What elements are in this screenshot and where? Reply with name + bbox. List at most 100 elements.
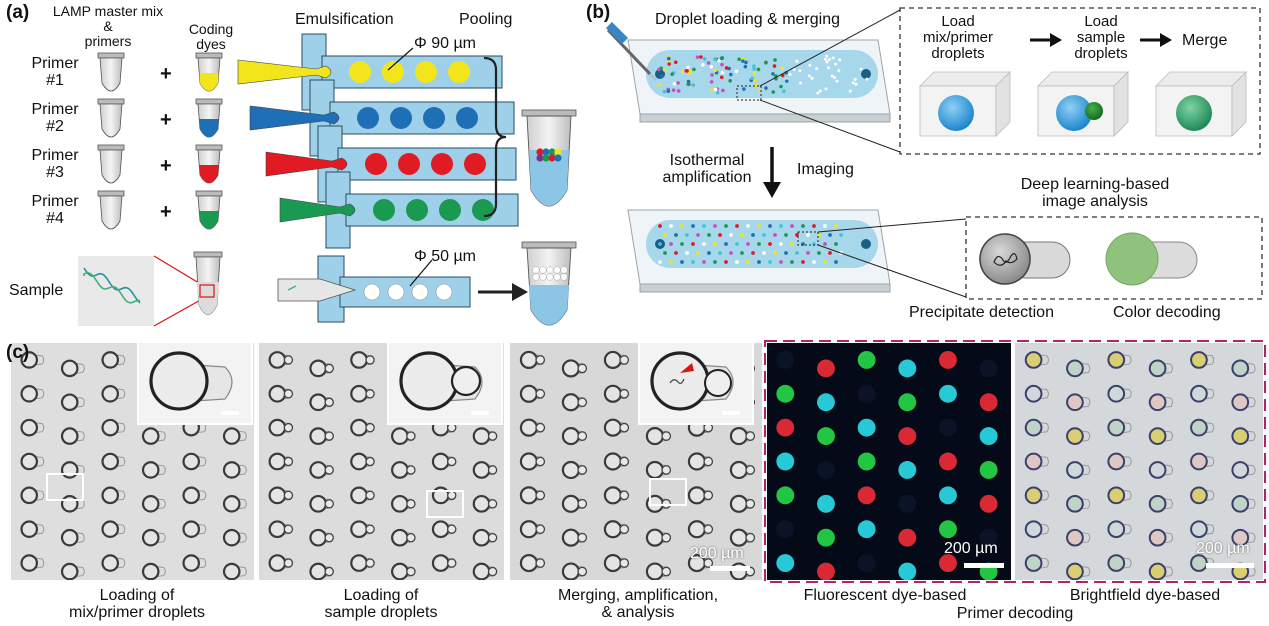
micro-droplet <box>60 495 85 513</box>
emulsification-chip <box>237 33 503 111</box>
emulsion-droplet <box>415 61 437 83</box>
imaged-droplet <box>718 233 722 237</box>
micro-droplet <box>939 520 957 539</box>
imaged-droplet <box>834 260 838 264</box>
pooled-droplet <box>548 154 556 162</box>
imaged-droplet <box>773 251 777 255</box>
micro-droplet <box>141 427 166 445</box>
imaged-droplet <box>828 233 832 237</box>
micro-droplet <box>60 393 85 412</box>
micro-droplet <box>519 520 546 539</box>
micro-droplet <box>857 520 876 539</box>
micro-droplet <box>1066 562 1091 580</box>
loaded-droplet <box>743 64 748 69</box>
micro-droplet <box>898 359 917 378</box>
micro-droplet <box>1107 486 1132 505</box>
micro-droplet <box>1190 418 1215 437</box>
micro-droplet <box>857 452 876 471</box>
loaded-droplet <box>771 90 776 94</box>
micro-droplet <box>350 486 375 505</box>
imaged-droplet <box>696 251 700 255</box>
imaged-droplet <box>795 251 799 255</box>
caption-merging: Merging, amplification, & analysis <box>557 587 719 622</box>
dye-tube <box>195 190 223 230</box>
micro-droplet <box>561 460 588 480</box>
micro-droplet <box>20 351 45 369</box>
micro-droplet <box>391 494 416 513</box>
loaded-droplet <box>709 80 714 84</box>
emulsion-droplet <box>431 153 453 175</box>
imaged-droplet <box>834 224 838 228</box>
caption-mix-primer: Loading of mix/primer droplets <box>68 587 206 622</box>
loaded-droplet <box>750 76 754 81</box>
imaged-droplet <box>729 233 733 237</box>
micro-droplet <box>979 461 998 479</box>
loaded-droplet <box>686 65 690 70</box>
loaded-droplet <box>667 62 671 66</box>
imaged-droplet <box>806 251 810 255</box>
micro-droplet <box>1190 384 1215 403</box>
primer-decoding-frame <box>764 340 1266 583</box>
loaded-droplet <box>729 72 733 77</box>
loaded-droplet <box>666 89 671 93</box>
micro-droplet <box>561 393 588 412</box>
loaded-droplet <box>699 55 703 59</box>
micro-droplet <box>603 452 630 471</box>
emulsion-droplet <box>439 199 461 221</box>
sample-emulsification-chip <box>277 255 471 323</box>
micro-droplet <box>939 486 957 505</box>
micro-droplet <box>776 418 795 437</box>
micro-droplet <box>472 461 498 479</box>
loaded-droplet <box>672 81 677 86</box>
micro-droplet <box>1107 351 1132 369</box>
zoom-inset <box>638 343 754 425</box>
micro-droplet <box>817 427 835 446</box>
imaged-droplet <box>823 224 827 228</box>
micro-droplet <box>979 528 998 547</box>
emulsion-droplet <box>464 153 486 175</box>
micro-droplet <box>309 562 334 580</box>
loaded-droplet <box>710 88 715 92</box>
imaged-droplet <box>685 251 689 255</box>
imaged-droplet <box>768 242 772 246</box>
micro-droplet <box>309 494 334 513</box>
micro-droplet <box>979 494 998 513</box>
micro-droplet <box>1024 452 1049 471</box>
micro-droplet <box>817 528 835 547</box>
micro-droplet <box>1148 528 1173 547</box>
micro-droplet <box>1231 461 1256 479</box>
dye-tube <box>195 98 223 138</box>
loaded-droplet <box>676 81 680 85</box>
pooled-droplet <box>554 154 562 162</box>
imaged-droplet <box>674 233 678 237</box>
loaded-droplet <box>657 82 661 87</box>
loaded-droplet <box>728 78 732 83</box>
plus-sign-3: + <box>160 155 172 177</box>
inset-scale-bar <box>722 411 740 415</box>
imaged-droplet <box>790 260 794 264</box>
caption-fluorescent: Fluorescent dye-based <box>803 587 967 604</box>
imaged-droplet <box>779 242 783 246</box>
imaged-droplet <box>702 224 706 228</box>
micro-droplet <box>1231 494 1256 513</box>
micro-droplet <box>857 418 876 437</box>
sample-droplets-tube <box>521 241 577 326</box>
loaded-droplet <box>706 61 711 65</box>
micro-droplet <box>898 461 917 479</box>
micro-droplet <box>268 351 294 369</box>
imaged-droplet <box>724 242 728 246</box>
imaged-droplet <box>751 233 755 237</box>
micro-droplet <box>519 452 546 471</box>
micro-droplet <box>350 384 375 403</box>
imaged-droplet <box>658 224 662 228</box>
imaged-droplet <box>691 242 695 246</box>
micro-droplet <box>472 494 498 513</box>
mix-droplet <box>938 95 974 131</box>
micro-droplet <box>268 418 294 437</box>
loaded-droplet <box>742 87 746 91</box>
emulsification-chip <box>265 125 517 203</box>
loaded-droplet <box>753 83 758 88</box>
loaded-droplet <box>713 68 717 73</box>
emulsification-title: Emulsification <box>295 11 394 28</box>
